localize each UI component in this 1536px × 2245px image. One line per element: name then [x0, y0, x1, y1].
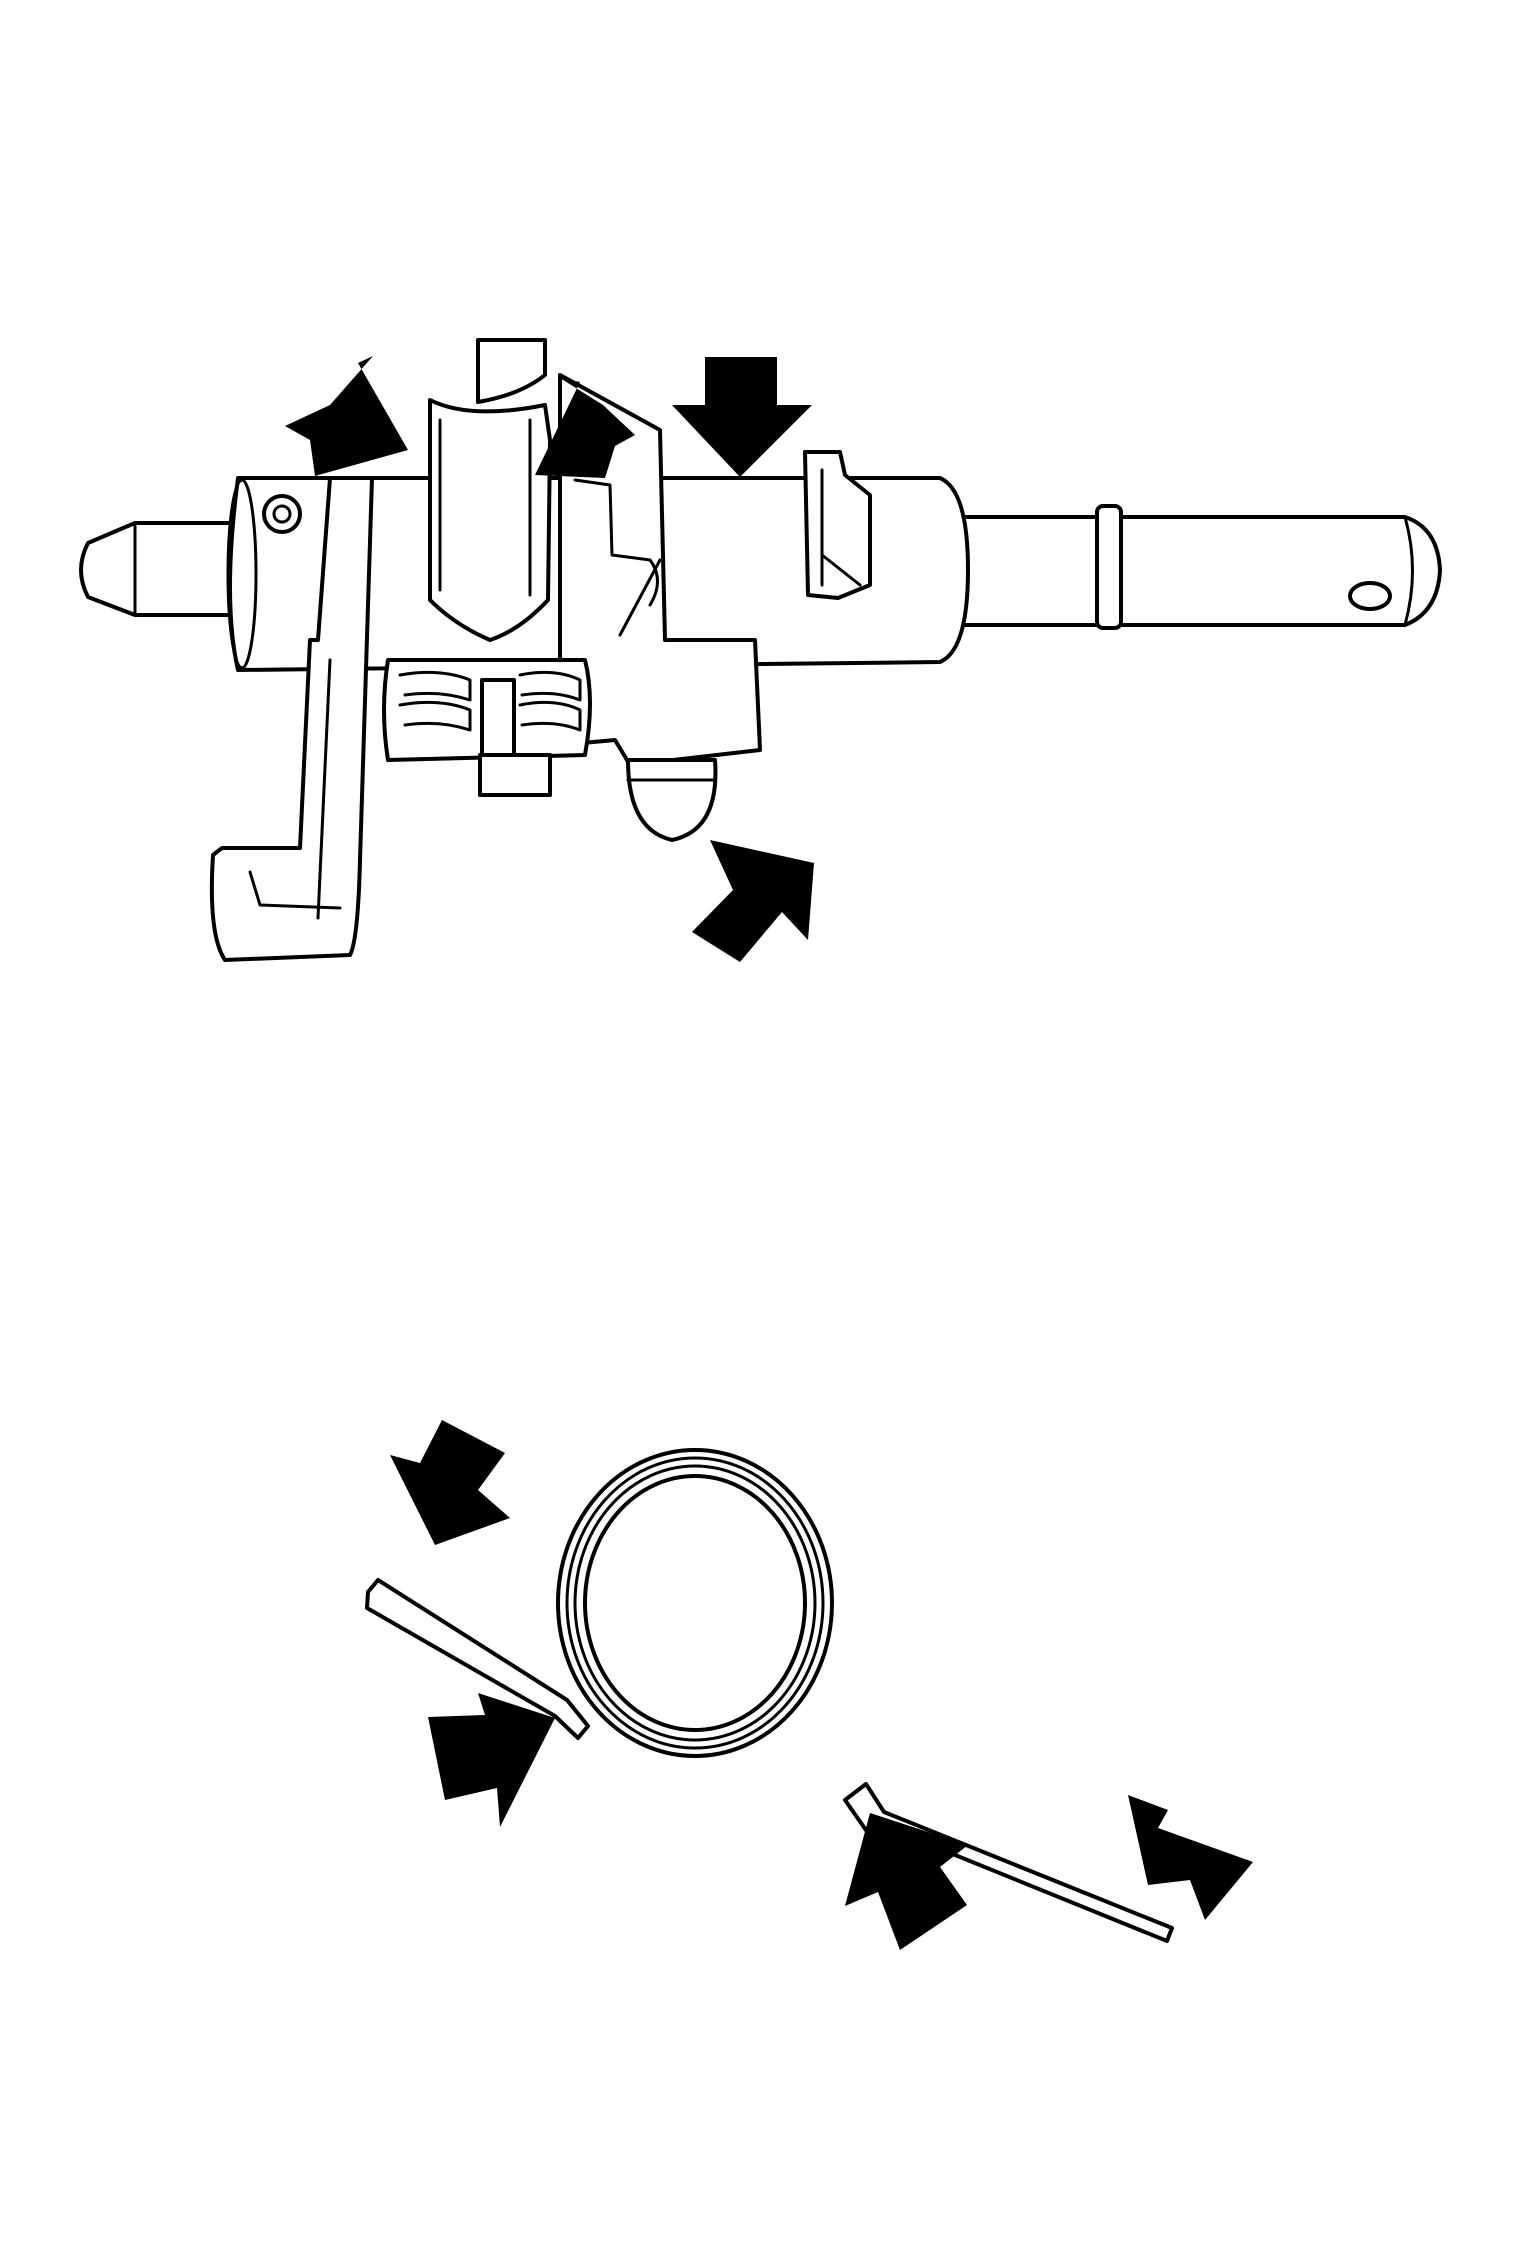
callout-arrow-1 — [285, 356, 408, 476]
shift-lever-arm — [209, 476, 374, 962]
fork-body — [428, 398, 552, 642]
spring-leg-left — [365, 1578, 590, 1740]
callout-arrow-8 — [1128, 1795, 1253, 1920]
comb-base — [478, 753, 552, 797]
shift-fork-plate — [476, 338, 547, 404]
shift-shaft-assembly — [79, 338, 1442, 962]
callout-arrow-7 — [845, 1813, 968, 1950]
screw-icon — [262, 494, 302, 534]
callout-arrow-5 — [390, 1420, 510, 1545]
shaft-right — [948, 515, 1442, 627]
spring-coil-outer — [556, 1448, 834, 1758]
shaft-left-tip — [79, 521, 237, 617]
cam-plate — [803, 450, 872, 600]
detent-plunger — [626, 758, 718, 842]
callout-arrow-2 — [535, 378, 635, 478]
callout-arrow-3 — [672, 357, 812, 477]
circlip — [1095, 504, 1123, 630]
callout-arrow-4 — [692, 840, 814, 962]
torsion-spring — [365, 1420, 1253, 1950]
comb-post — [480, 678, 516, 757]
pin-hole — [1348, 581, 1392, 611]
spring-coil-inner — [583, 1474, 807, 1732]
callout-arrow-6 — [428, 1693, 555, 1827]
